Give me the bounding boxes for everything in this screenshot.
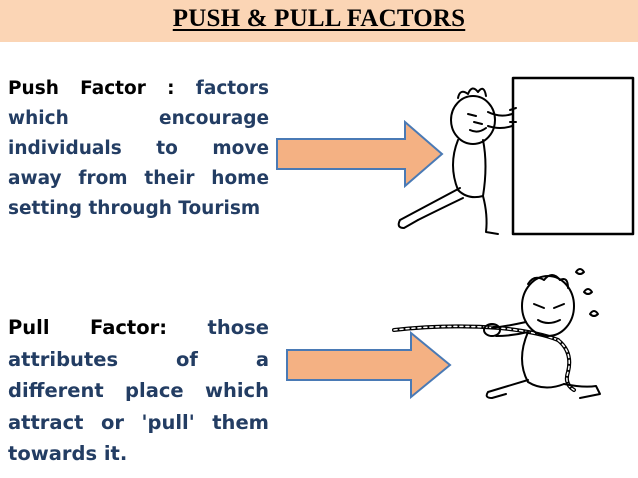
- push-factor-definition: factors which encourage individuals to m…: [8, 78, 269, 219]
- push-arrow-icon: [276, 120, 444, 188]
- push-factor-paragraph: Push Factor : factors which encourage in…: [8, 74, 269, 224]
- push-factor-term: Push Factor :: [8, 78, 175, 99]
- pull-arrow-icon: [286, 331, 452, 399]
- slide-title: PUSH & PULL FACTORS: [172, 5, 466, 32]
- title-band: [0, 0, 638, 42]
- pull-factor-term: Pull Factor:: [8, 316, 168, 339]
- pull-factor-definition: those attributes of a different place wh…: [8, 316, 269, 465]
- pull-factor-paragraph: Pull Factor: those attributes of a diffe…: [8, 312, 269, 470]
- pulling-person-icon: [392, 268, 601, 399]
- pushing-person-icon: [397, 76, 635, 236]
